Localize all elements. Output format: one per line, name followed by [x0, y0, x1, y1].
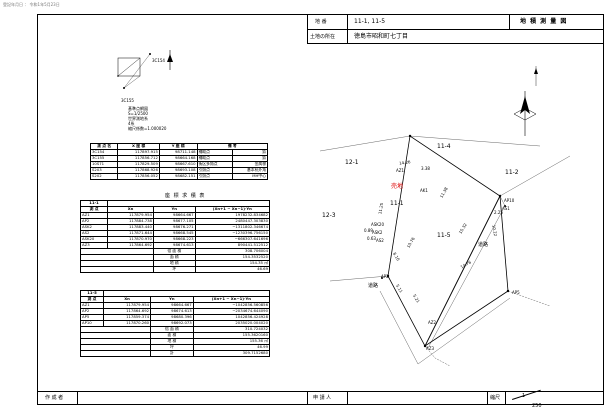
- control-network-sketch: [117, 50, 173, 89]
- north-arrow-icon: [534, 66, 538, 86]
- dimension-label: 2.25: [494, 210, 503, 215]
- dimension-label: 0.89: [364, 228, 373, 233]
- chiban-value: 11-1, 11-5: [354, 18, 386, 25]
- parcel-outline-11-1: [387, 135, 501, 347]
- applicant-label: 申 請 人: [313, 395, 332, 401]
- point-label: AZ2: [428, 320, 437, 325]
- author-label: 作 成 者: [45, 395, 64, 401]
- survey-point-markers: [381, 134, 510, 348]
- scale-label: 縮尺: [490, 395, 501, 401]
- lot-label-11-2: 11-2: [505, 169, 519, 176]
- point-label: ASK20: [371, 222, 384, 227]
- parcel-plan: [319, 66, 571, 367]
- road-label: 道路: [368, 283, 379, 289]
- north-arrow-icon: [167, 50, 173, 70]
- location-value: 徳島市昭和町七丁目: [354, 33, 409, 40]
- document-title: 地 積 測 量 図: [520, 18, 568, 25]
- sold-label: 売地: [391, 183, 404, 190]
- chiban-label: 地 番: [315, 19, 327, 25]
- dimension-label: 0.63: [367, 236, 376, 241]
- point-label: AP10: [504, 198, 515, 203]
- registration-stamp: 登記年月日 ： 令和1年5月23日: [3, 2, 60, 7]
- scale-value: 250: [532, 403, 542, 409]
- point-label: AS1: [502, 206, 510, 211]
- calc-table-title: 座 標 求 積 表: [165, 193, 206, 199]
- north-arrow-icon: [513, 91, 537, 136]
- point-label: AZ1: [396, 168, 405, 173]
- point-label: AZ3: [426, 346, 435, 351]
- lot-label-12-1: 12-1: [345, 159, 359, 166]
- point-label: AK1: [420, 188, 428, 193]
- point-label: AP2: [381, 274, 389, 279]
- lot-label-11-1: 11-1: [390, 200, 404, 207]
- point-label: AP5: [512, 290, 520, 295]
- point-label: AS2: [376, 238, 384, 243]
- location-label: 土地の所在: [310, 34, 336, 40]
- dimension-label: 3.38: [421, 166, 430, 171]
- sketch-point-label: 3C155: [121, 98, 134, 103]
- sketch-point-label: 3C154: [152, 58, 165, 63]
- lot-label-12-3: 12-3: [322, 212, 336, 219]
- road-label: 道路: [478, 242, 489, 248]
- point-label: ASK2: [372, 230, 383, 235]
- survey-basis-info: 基準点網図 S=1/2500 世界測地系 4系 縮尺係数=1.000020: [128, 106, 167, 131]
- lot-label-11-5: 11-5: [437, 232, 451, 239]
- scale-prefix: 1: [522, 393, 526, 399]
- parcel-outline-11-5: [423, 194, 509, 348]
- lot-label-11-4: 11-4: [437, 143, 451, 150]
